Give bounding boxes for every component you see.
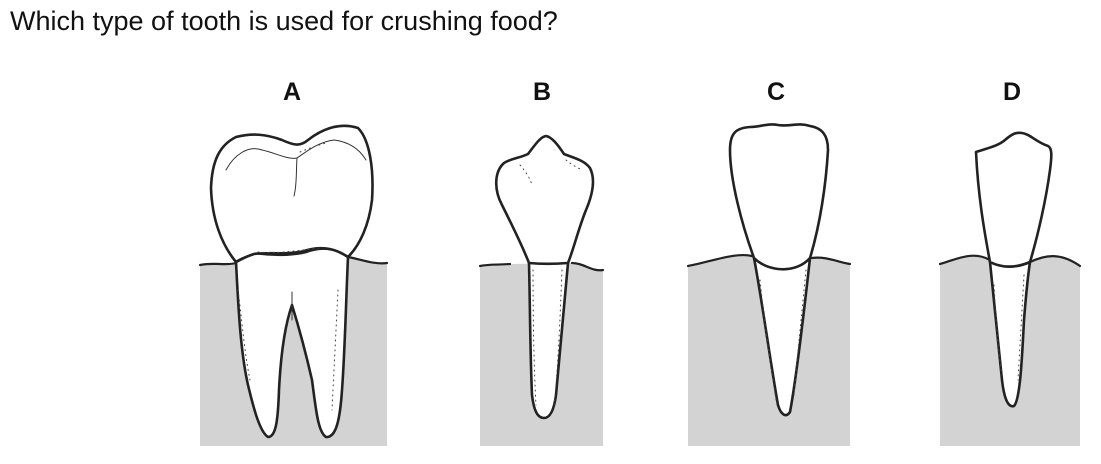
molar-crown (209, 124, 374, 264)
incisor-tooth-icon[interactable] (686, 123, 852, 446)
premolar-crown (494, 134, 595, 266)
incisor-crown (728, 123, 830, 271)
canine-tooth-icon[interactable] (938, 131, 1082, 446)
option-label-c[interactable]: C (766, 78, 786, 106)
canine-crown (974, 131, 1053, 268)
gumline-c (686, 254, 852, 268)
molar-tooth-icon[interactable] (198, 124, 389, 446)
premolar-tooth-icon[interactable] (478, 134, 605, 446)
gumline-b (478, 261, 605, 272)
question-text: Which type of tooth is used for crushing… (10, 6, 558, 36)
gumline-d (938, 254, 1082, 268)
gumline-a (198, 255, 389, 267)
option-label-b[interactable]: B (532, 78, 552, 106)
option-label-d[interactable]: D (1002, 78, 1022, 106)
option-label-a[interactable]: A (282, 78, 302, 106)
